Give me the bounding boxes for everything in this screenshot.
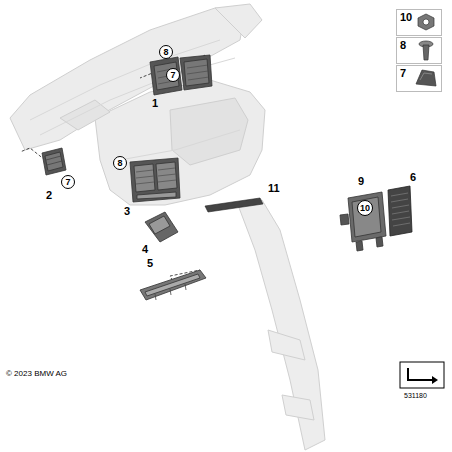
callout-circle: 7	[61, 175, 75, 189]
callout-number: 11	[268, 183, 280, 194]
callout-circle: 7	[166, 68, 180, 82]
callout-number: 8	[163, 48, 168, 57]
callout-number: 5	[147, 258, 153, 269]
callout-number: 6	[410, 172, 416, 183]
callout-number: 7	[400, 68, 441, 79]
callout-number: 7	[65, 178, 70, 187]
callout-circle: 10	[357, 200, 373, 216]
callout-number: 8	[400, 40, 441, 51]
callout-number: 7	[170, 71, 175, 80]
callout-circle: 8	[113, 156, 127, 170]
callout-number: 1	[152, 98, 158, 109]
part-cell: 7	[396, 65, 442, 92]
diagram-number: 531180	[404, 392, 427, 399]
part-cell: 10	[396, 9, 442, 36]
callout-number: 10	[360, 204, 370, 213]
callout-number: 3	[124, 206, 130, 217]
copyright-note: © 2023 BMW AG	[6, 370, 67, 378]
callout-number: 8	[117, 159, 122, 168]
callout-number: 9	[358, 176, 364, 187]
part-cell: 8	[396, 37, 442, 64]
callout-number: 10	[400, 12, 441, 23]
callout-circle: 8	[159, 45, 173, 59]
callout-number: 4	[142, 244, 148, 255]
callout-number: 2	[46, 190, 52, 201]
